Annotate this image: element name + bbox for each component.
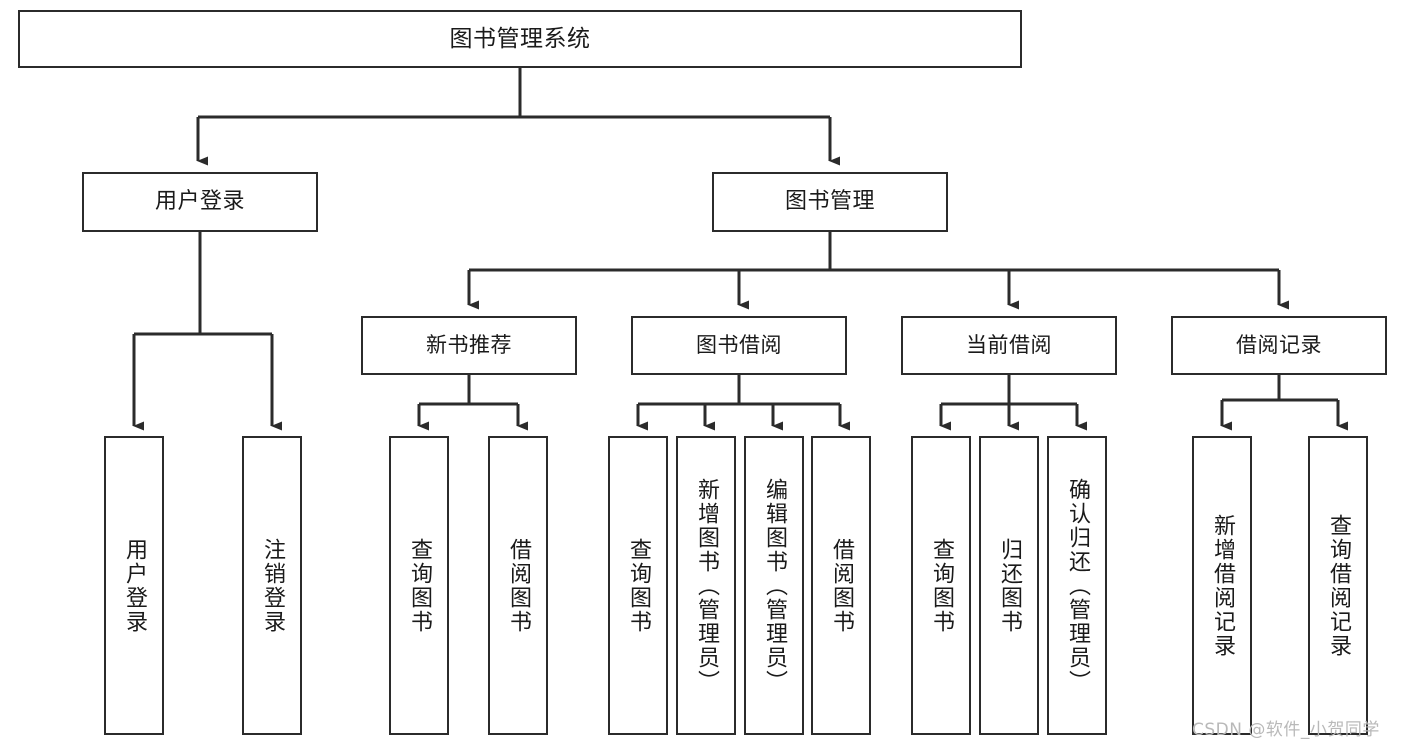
node-leaf-query-record[interactable]: 查询借阅记录: [1308, 436, 1368, 735]
node-label: 查询借阅记录: [1325, 513, 1351, 658]
node-new-book-recommend[interactable]: 新书推荐: [361, 316, 577, 375]
node-leaf-return-book[interactable]: 归还图书: [979, 436, 1039, 735]
node-label: 当前借阅: [966, 333, 1052, 358]
node-label: 用户登录: [121, 537, 147, 634]
node-leaf-borrow-book-1[interactable]: 借阅图书: [488, 436, 548, 735]
node-leaf-query-book-3[interactable]: 查询图书: [911, 436, 971, 735]
node-leaf-user-login[interactable]: 用户登录: [104, 436, 164, 735]
node-label: 用户登录: [154, 189, 245, 215]
node-label: 确认归还（管理员）: [1064, 477, 1090, 694]
node-label: 图书借阅: [696, 333, 782, 358]
node-label: 图书管理: [784, 189, 875, 215]
node-user-login[interactable]: 用户登录: [82, 172, 318, 232]
node-label: 借阅图书: [828, 537, 854, 634]
node-book-manage[interactable]: 图书管理: [712, 172, 948, 232]
node-leaf-query-book-2[interactable]: 查询图书: [608, 436, 668, 735]
node-leaf-borrow-book-2[interactable]: 借阅图书: [811, 436, 871, 735]
node-leaf-confirm-return[interactable]: 确认归还（管理员）: [1047, 436, 1107, 735]
node-current-borrow[interactable]: 当前借阅: [901, 316, 1117, 375]
node-label: 新书推荐: [426, 333, 512, 358]
node-label: 编辑图书（管理员）: [761, 477, 787, 694]
node-label: 注销登录: [259, 537, 285, 634]
node-leaf-add-book[interactable]: 新增图书（管理员）: [676, 436, 736, 735]
node-leaf-edit-book[interactable]: 编辑图书（管理员）: [744, 436, 804, 735]
node-label: 新增借阅记录: [1209, 513, 1235, 658]
node-label: 查询图书: [928, 537, 954, 634]
node-label: 归还图书: [996, 537, 1022, 634]
node-label: 新增图书（管理员）: [693, 477, 719, 694]
node-book-borrow[interactable]: 图书借阅: [631, 316, 847, 375]
node-leaf-query-book-1[interactable]: 查询图书: [389, 436, 449, 735]
node-label: 借阅记录: [1236, 333, 1322, 358]
watermark-text: CSDN @软件_小贺同学: [1192, 720, 1380, 740]
node-label: 图书管理系统: [449, 25, 591, 52]
node-leaf-add-record[interactable]: 新增借阅记录: [1192, 436, 1252, 735]
node-borrow-record[interactable]: 借阅记录: [1171, 316, 1387, 375]
node-label: 查询图书: [625, 537, 651, 634]
node-label: 查询图书: [406, 537, 432, 634]
node-root-system[interactable]: 图书管理系统: [18, 10, 1022, 68]
node-label: 借阅图书: [505, 537, 531, 634]
node-leaf-logout-login[interactable]: 注销登录: [242, 436, 302, 735]
